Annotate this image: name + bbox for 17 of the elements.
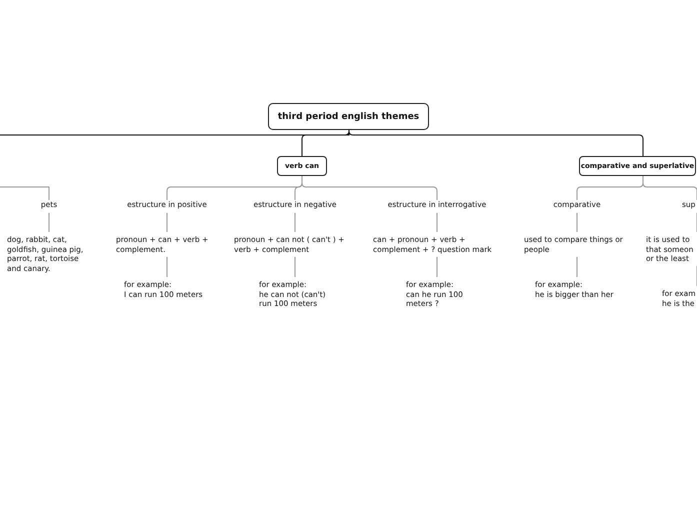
connector-line bbox=[0, 186, 50, 200]
connector-line bbox=[696, 266, 697, 286]
connector-line bbox=[348, 130, 644, 156]
connector-line bbox=[696, 212, 697, 232]
connector-line bbox=[642, 176, 697, 200]
connector-line bbox=[294, 256, 296, 278]
connector-line bbox=[436, 212, 438, 232]
connector-line bbox=[436, 256, 438, 278]
connector-line bbox=[166, 256, 168, 278]
connector-line bbox=[294, 212, 296, 232]
connector-line bbox=[48, 212, 50, 232]
connector-line bbox=[576, 212, 578, 232]
connector-line bbox=[302, 130, 350, 156]
connector-line bbox=[576, 256, 578, 278]
connector-line bbox=[302, 176, 438, 200]
connector-line bbox=[166, 212, 168, 232]
central-topic-box: third period english themes bbox=[268, 103, 429, 130]
